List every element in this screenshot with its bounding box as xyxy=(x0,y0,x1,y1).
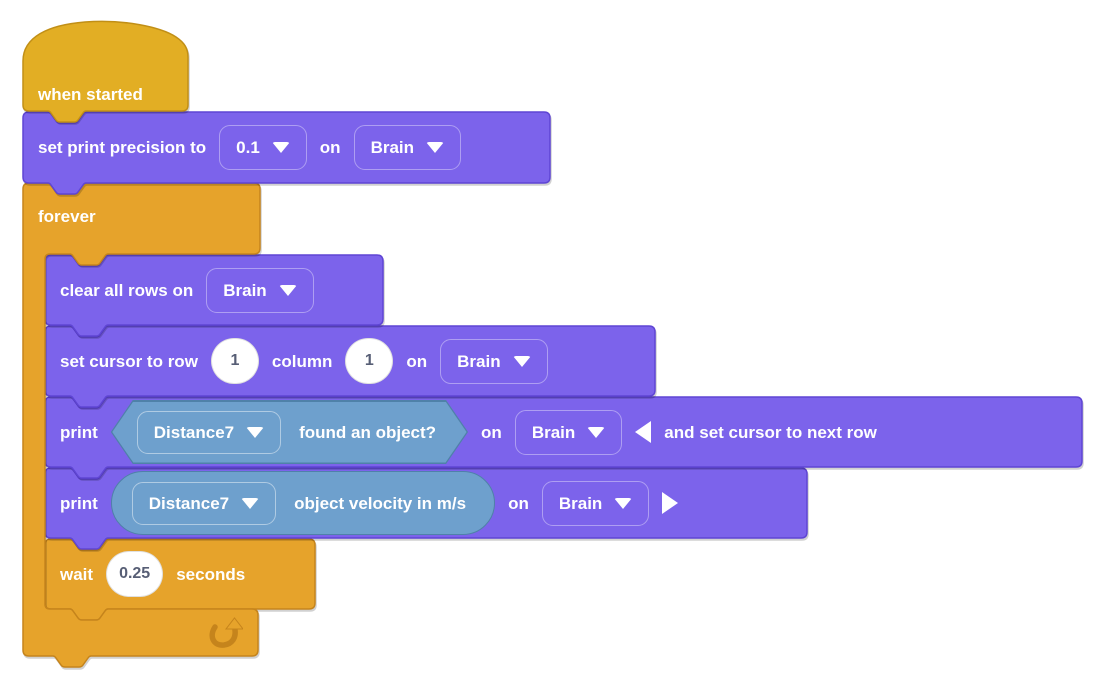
precision-value: 0.1 xyxy=(236,138,260,157)
dropdown-caret-icon xyxy=(246,427,264,438)
distance-found-object-boolean[interactable]: Distance7 found an object? xyxy=(111,400,468,464)
clear-all-rows-block[interactable]: clear all rows on Brain xyxy=(44,254,384,337)
dropdown-caret-icon xyxy=(587,426,606,438)
device-dropdown[interactable]: Brain xyxy=(440,338,548,384)
device-value: Brain xyxy=(223,280,267,300)
dropdown-caret-icon xyxy=(271,142,290,153)
device-value: Brain xyxy=(457,351,501,371)
sensor-dropdown[interactable]: Distance7 xyxy=(131,481,277,525)
on-label: on xyxy=(508,493,529,513)
dropdown-caret-icon xyxy=(614,497,633,509)
dropdown-caret-icon xyxy=(426,142,445,153)
row-number-input[interactable]: 1 xyxy=(210,338,259,384)
block-label: set cursor to row xyxy=(60,351,198,371)
wait-duration-input[interactable]: 0.25 xyxy=(106,551,164,597)
device-dropdown[interactable]: Brain xyxy=(353,125,462,170)
block-label: forever xyxy=(38,207,96,226)
device-value: Brain xyxy=(558,493,603,513)
distance-object-velocity-reporter[interactable]: Distance7 object velocity in m/s xyxy=(110,471,496,535)
device-dropdown[interactable]: Brain xyxy=(206,267,314,313)
block-label: clear all rows on xyxy=(60,280,194,300)
block-content: set print precision to 0.1 on Brain xyxy=(23,112,550,183)
boolean-label: found an object? xyxy=(299,422,437,442)
block-content: wait 0.25 seconds xyxy=(45,539,315,609)
dropdown-caret-icon xyxy=(278,284,297,296)
print-found-object-block[interactable]: print Distance7 found an object? on Brai… xyxy=(44,396,1083,479)
block-shape xyxy=(22,182,261,668)
device-value: Brain xyxy=(370,138,415,157)
on-label: on xyxy=(481,422,502,442)
block-content: clear all rows on Brain xyxy=(45,255,383,325)
block-shape xyxy=(44,254,384,337)
block-content: print Distance7 object velocity in m/s o… xyxy=(45,468,807,538)
set-cursor-block[interactable]: set cursor to row 1 column 1 on Brain xyxy=(44,325,656,408)
device-value: Brain xyxy=(531,422,576,442)
sensor-value: Distance7 xyxy=(153,422,235,442)
block-shape xyxy=(22,20,189,123)
block-label: wait xyxy=(60,564,94,584)
device-dropdown[interactable]: Brain xyxy=(541,480,650,526)
block-content: set cursor to row 1 column 1 on Brain xyxy=(45,326,655,396)
block-label: print xyxy=(60,493,98,513)
set-print-precision-block[interactable]: set print precision to 0.1 on Brain xyxy=(22,111,551,195)
block-label: set print precision to xyxy=(38,138,207,157)
on-label: on xyxy=(406,351,428,371)
column-label: column xyxy=(271,351,333,371)
block-shape xyxy=(22,111,551,195)
block-label: print xyxy=(60,422,98,442)
expanded-option-label: and set cursor to next row xyxy=(664,422,877,442)
sensor-value: Distance7 xyxy=(148,493,230,513)
dropdown-caret-icon xyxy=(241,497,260,509)
on-label: on xyxy=(319,138,341,157)
wait-block[interactable]: wait 0.25 seconds xyxy=(44,538,316,621)
collapse-options-icon[interactable] xyxy=(635,421,652,443)
expand-options-icon[interactable] xyxy=(662,492,679,514)
reporter-label: object velocity in m/s xyxy=(294,493,467,513)
when-started-block[interactable]: when started xyxy=(22,20,189,123)
loop-repeat-icon xyxy=(209,617,243,648)
forever-block[interactable]: forever xyxy=(22,182,261,669)
print-object-velocity-block[interactable]: print Distance7 object velocity in m/s o… xyxy=(44,467,808,550)
block-label: when started xyxy=(38,84,143,104)
column-number-input[interactable]: 1 xyxy=(345,338,394,384)
block-content: when started xyxy=(23,49,188,139)
dropdown-caret-icon xyxy=(512,355,531,367)
unit-label: seconds xyxy=(176,564,246,584)
sensor-dropdown[interactable]: Distance7 xyxy=(137,411,281,454)
device-dropdown[interactable]: Brain xyxy=(514,409,623,455)
precision-dropdown[interactable]: 0.1 xyxy=(219,125,307,170)
block-content: print Distance7 found an object? on Brai… xyxy=(45,397,1082,467)
